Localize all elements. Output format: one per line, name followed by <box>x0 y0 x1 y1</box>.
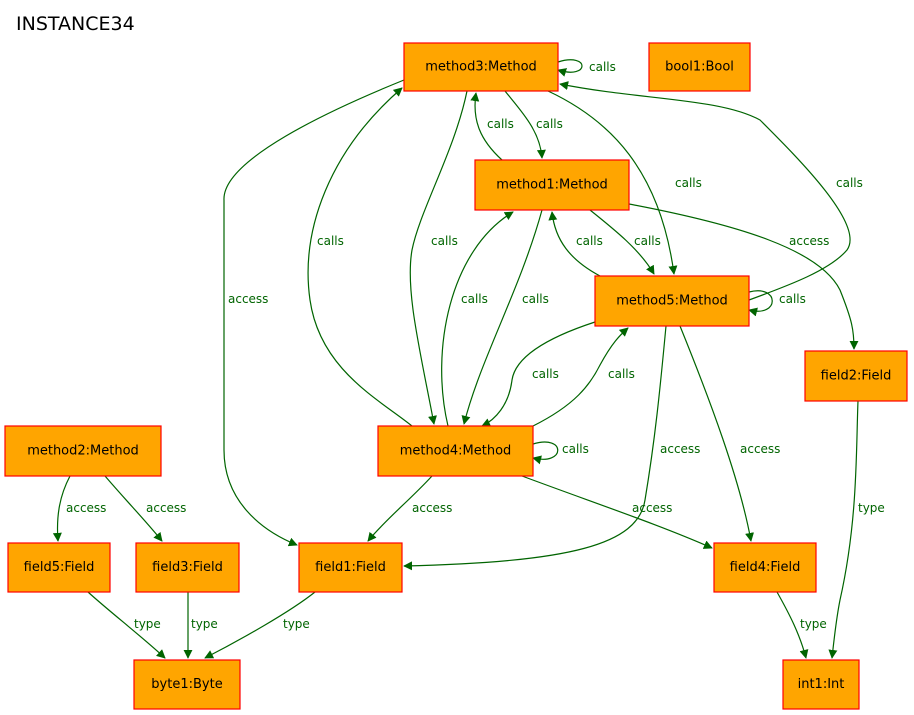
edge-label-field2-to-int1: type <box>858 501 885 515</box>
node-byte1: byte1:Byte <box>133 659 241 710</box>
node-box <box>594 275 750 327</box>
edge-label-method1-to-method5: calls <box>634 234 661 248</box>
edge-label-method3-to-method3: calls <box>589 60 616 74</box>
edge-label-method1-to-method3: calls <box>487 117 514 131</box>
edge-method2-to-field3 <box>104 475 163 542</box>
edge-method3-to-method4 <box>409 90 468 425</box>
edge-method2-to-field5 <box>52 475 71 542</box>
edge-method4-to-method1 <box>441 211 514 427</box>
edge-label-method5-to-method1: calls <box>576 234 603 248</box>
edge-method5-to-field4 <box>679 325 754 542</box>
node-bool1: bool1:Bool <box>648 42 751 92</box>
edge-label-field3-to-byte1: type <box>191 617 218 631</box>
edge-method3-to-method3 <box>557 59 583 77</box>
edge-label-method2-to-field5: access <box>66 501 106 515</box>
node-method2: method2:Method <box>4 425 162 477</box>
node-label: field3:Field <box>152 560 223 575</box>
node-box <box>474 159 630 211</box>
edge-method5-to-method4 <box>481 321 596 427</box>
node-box <box>648 42 751 92</box>
edge-label-method5-to-method4: calls <box>532 367 559 381</box>
node-method3: method3:Method <box>403 42 559 92</box>
edge-label-method4-to-field1: access <box>412 501 452 515</box>
edge-label-field1-to-byte1: type <box>283 617 310 631</box>
edge-label-method4-to-method1: calls <box>461 292 488 306</box>
edge-method1-to-method5 <box>589 209 655 275</box>
edge-field5-to-byte1 <box>87 591 166 659</box>
node-label: method3:Method <box>425 60 537 75</box>
edge-label-method5-to-method3: calls <box>836 176 863 190</box>
edge-field2-to-int1 <box>828 400 859 659</box>
node-label: method4:Method <box>400 444 512 459</box>
edge-label-method5-to-field4: access <box>740 442 780 456</box>
edge-method1-to-field2 <box>628 203 859 350</box>
node-label: bool1:Bool <box>665 60 734 75</box>
node-box <box>135 542 240 593</box>
node-label: field5:Field <box>24 560 95 575</box>
edge-method5-to-method5 <box>748 290 773 317</box>
node-field5: field5:Field <box>7 542 111 593</box>
node-box <box>403 42 559 92</box>
edge-label-method1-to-field2: access <box>789 234 829 248</box>
node-box <box>7 542 111 593</box>
node-label: method1:Method <box>496 178 608 193</box>
edge-method4-to-method5 <box>532 327 629 427</box>
edge-label-method4-to-method3: calls <box>317 234 344 248</box>
edge-label-method3-to-method4: calls <box>431 234 458 248</box>
node-label: field1:Field <box>315 560 386 575</box>
edge-field1-to-byte1 <box>204 591 316 659</box>
edge-label-method3-to-method1: calls <box>536 117 563 131</box>
edge-label-method4-to-method5: calls <box>608 367 635 381</box>
node-label: method2:Method <box>27 444 139 459</box>
edge-label-method4-to-method4: calls <box>562 442 589 456</box>
node-method1: method1:Method <box>474 159 630 211</box>
node-box <box>782 659 860 710</box>
edge-labels-layer: calls calls calls calls calls calls calls acces… <box>66 60 885 631</box>
edge-method1-to-method4 <box>461 209 543 425</box>
edge-label-method5-to-field1: access <box>660 442 700 456</box>
node-box <box>804 350 908 402</box>
edge-method3-to-field1 <box>223 79 405 547</box>
node-box <box>713 542 817 593</box>
node-box <box>133 659 241 710</box>
edge-method1-to-method3 <box>470 92 503 161</box>
node-method4: method4:Method <box>377 425 534 477</box>
node-label: method5:Method <box>616 294 728 309</box>
node-int1: int1:Int <box>782 659 860 710</box>
edge-method5-to-method3 <box>559 81 851 301</box>
node-field4: field4:Field <box>713 542 817 593</box>
edge-field4-to-int1 <box>776 591 809 659</box>
node-method5: method5:Method <box>594 275 750 327</box>
nodes-layer: method3:Method bool1:Bool method1:Method me… <box>4 42 908 710</box>
edge-label-method4-to-field4: access <box>632 501 672 515</box>
node-label: field4:Field <box>730 560 801 575</box>
edge-label-method3-to-field1: access <box>228 292 268 306</box>
node-field1: field1:Field <box>298 542 403 593</box>
node-box <box>377 425 534 477</box>
diagram-title: INSTANCE34 <box>16 13 135 35</box>
edge-label-method5-to-method5: calls <box>779 292 806 306</box>
node-label: field2:Field <box>821 369 892 384</box>
edge-label-field4-to-int1: type <box>800 617 827 631</box>
edge-method3-to-method5 <box>547 90 678 275</box>
node-box <box>298 542 403 593</box>
edge-method4-to-field4 <box>521 475 713 549</box>
edge-label-method1-to-method4: calls <box>522 292 549 306</box>
edge-method3-to-method1 <box>504 90 546 159</box>
edges-layer <box>52 59 859 659</box>
edge-method5-to-method1 <box>548 211 601 277</box>
edge-method4-to-method3 <box>307 87 413 427</box>
node-field3: field3:Field <box>135 542 240 593</box>
node-label: int1:Int <box>798 677 845 692</box>
edge-label-method2-to-field3: access <box>146 501 186 515</box>
node-field2: field2:Field <box>804 350 908 402</box>
node-box <box>4 425 162 477</box>
edge-method4-to-field1 <box>367 475 433 542</box>
node-label: byte1:Byte <box>151 677 222 692</box>
edge-method5-to-field1 <box>403 325 667 571</box>
edge-method4-to-method4 <box>532 441 559 465</box>
edge-label-method3-to-method5: calls <box>675 176 702 190</box>
edge-label-field5-to-byte1: type <box>134 617 161 631</box>
